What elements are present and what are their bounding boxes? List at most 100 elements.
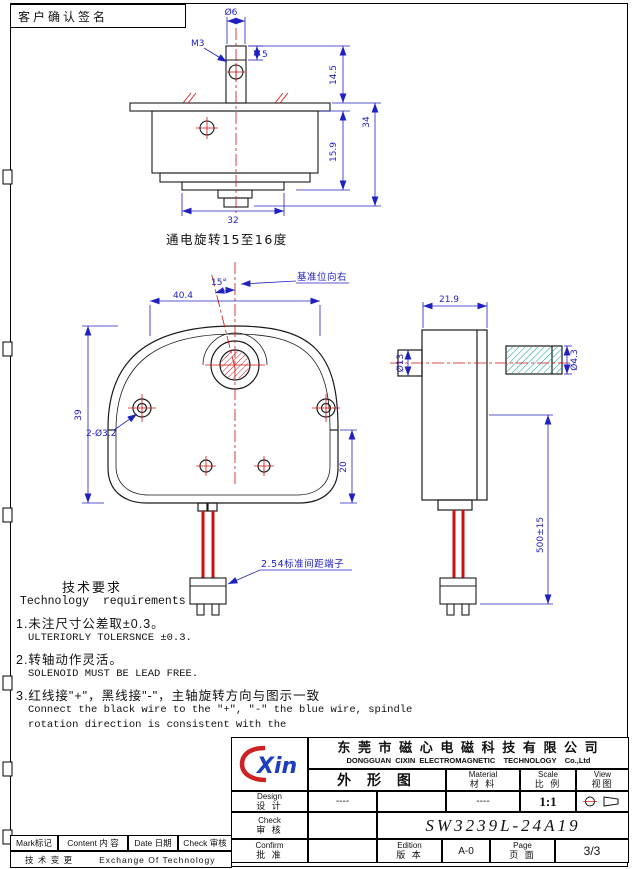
confirm-label-cn: 批 准 xyxy=(256,850,283,860)
technical-change-label-en: Exchange Of Technology xyxy=(99,854,216,865)
check-value-cell xyxy=(308,812,377,839)
edition-label-en: Edition xyxy=(397,841,422,850)
dim-front-body-height: 39 xyxy=(74,409,84,421)
material-label-cn: 材 料 xyxy=(469,779,497,789)
logo-swoosh xyxy=(239,745,266,783)
company-name-cell: 东 莞 市 磁 心 电 磁 科 技 有 限 公 司 DONGGUAN CIXIN… xyxy=(308,737,629,769)
front-view-connector xyxy=(189,577,227,616)
dim-rotation-angle: 15° xyxy=(211,278,227,288)
part-number: SW3239L-24A19 xyxy=(425,815,581,835)
front-view-dimension-lines xyxy=(82,280,357,585)
company-name-en: DONGGUAN CIXIN ELECTROMAGNETIC TECHNOLOG… xyxy=(346,756,591,766)
dim-front-lower-height: 20 xyxy=(339,461,349,473)
blank-cell xyxy=(377,791,446,812)
check-label-en: Check xyxy=(258,815,281,825)
technical-requirements: 技术要求 Technology requirements 1.未注尺寸公差取±0… xyxy=(16,577,412,734)
dim-boss-diameter: Ø13 xyxy=(395,354,406,373)
view-projection-icon xyxy=(582,796,618,807)
check-label-cell: Check 审 核 xyxy=(231,812,308,839)
edition-value: A-0 xyxy=(458,845,474,857)
material-header-cell: Material 材 料 xyxy=(446,769,520,791)
side-view-dimension-lines xyxy=(404,302,572,605)
front-view-outline xyxy=(107,325,339,512)
top-view-outline xyxy=(129,45,331,208)
tech-item3-cn: 3.红线接"+"，黑线接"-"，主轴旋转方向与图示一致 xyxy=(16,689,321,703)
dim-body-width-top: 32 xyxy=(227,216,238,226)
design-label-cell: Design 设 计 xyxy=(231,791,308,812)
view-label-cn: 视图 xyxy=(591,779,614,789)
dim-wire-length: 500±15 xyxy=(536,517,546,553)
logo-text: Xin xyxy=(255,754,297,779)
revision-date-header: Date 日期 xyxy=(128,835,178,851)
sheet-border-frame xyxy=(10,3,628,867)
dim-thread: M3 xyxy=(191,39,205,49)
confirm-value-cell xyxy=(308,839,377,863)
confirm-label-en: Confirm xyxy=(255,841,284,850)
revision-mark-label: Mark标记 xyxy=(16,838,52,848)
part-number-cell: SW3239L-24A19 xyxy=(377,812,629,839)
dim-shaft-diameter: Ø6 xyxy=(225,7,238,18)
tech-item2-cn: 2.转轴动作灵活。 xyxy=(16,653,123,667)
revision-mark-header: Mark标记 xyxy=(10,835,58,851)
dim-total-height: 34 xyxy=(362,116,372,128)
customer-signature-box: 客户确认签名 xyxy=(10,4,186,28)
company-logo: Xin xyxy=(239,745,297,783)
company-logo-cell: Xin xyxy=(231,737,308,791)
datum-direction-label: 基准位向右 xyxy=(297,271,347,283)
material-label-en: Material xyxy=(468,770,498,779)
top-view-centerlines xyxy=(182,28,289,213)
page-value: 3/3 xyxy=(583,844,601,858)
shaft-detail-hatch xyxy=(507,347,561,373)
view-header-cell: View 视图 xyxy=(576,769,629,791)
design-value: ---- xyxy=(335,796,350,807)
scale-header-cell: Scale 比 例 xyxy=(520,769,576,791)
drawing-title: 外 形 图 xyxy=(337,772,417,788)
revision-content-label: Content 内 容 xyxy=(67,838,119,848)
view-value-cell xyxy=(576,791,629,812)
rotation-note: 通电旋转15至16度 xyxy=(166,232,288,247)
zone-tick-marks xyxy=(2,169,13,845)
dim-mount-holes: 2-Ø3.2 xyxy=(86,428,116,439)
material-value-cell: ---- xyxy=(446,791,520,812)
tech-item1-cn: 1.未注尺寸公差取±0.3。 xyxy=(16,617,165,631)
tech-item3-en-line2: rotation direction is consistent with th… xyxy=(28,719,287,731)
revision-content-header: Content 内 容 xyxy=(58,835,128,851)
view-label-en: View xyxy=(593,770,612,779)
tech-title-en: Technology requirements xyxy=(20,595,186,608)
scale-label-en: Scale xyxy=(537,770,558,779)
design-label-cn: 设 计 xyxy=(256,800,283,811)
dim-shaft-detail-diameter: Ø4.3 xyxy=(569,349,580,370)
edition-header-cell: Edition 版 本 xyxy=(377,839,442,863)
page-label-cn: 页 面 xyxy=(509,850,536,860)
title-block: Xin 东 莞 市 磁 心 电 磁 科 技 有 限 公 司 DONGGUAN C… xyxy=(231,737,630,863)
design-value-cell: ---- xyxy=(308,791,377,812)
dim-shaft-flat: 5 xyxy=(262,50,268,60)
side-view-connector xyxy=(439,577,477,616)
revision-check-label: Check 审核 xyxy=(183,838,227,848)
edition-value-cell: A-0 xyxy=(442,839,490,863)
tech-title-cn: 技术要求 xyxy=(62,580,123,595)
scale-label-cn: 比 例 xyxy=(534,779,562,789)
company-name-cn: 东 莞 市 磁 心 电 磁 科 技 有 限 公 司 xyxy=(337,739,600,755)
tech-item1-en: ULTERIORLY TOLERSNCE ±0.3. xyxy=(28,632,192,644)
revision-check-header: Check 审核 xyxy=(178,835,232,851)
page-label-en: Page xyxy=(513,841,532,850)
terminal-pitch-label: 2.54标准间距端子 xyxy=(261,558,344,570)
dim-lower-height: 15.9 xyxy=(329,142,339,162)
dim-front-body-width: 40.4 xyxy=(173,291,193,301)
scale-value: 1:1 xyxy=(539,793,557,809)
scale-value-cell: 1:1 xyxy=(520,791,576,812)
technical-change-label-cn: 技 术 变 更 xyxy=(25,854,74,865)
check-label-cn: 审 核 xyxy=(256,824,283,835)
customer-signature-label: 客户确认签名 xyxy=(18,9,109,24)
revision-table: Mark标记 Content 内 容 Date 日期 Check 审核 技 术 … xyxy=(10,835,232,868)
front-view-wires xyxy=(201,511,215,578)
drawing-title-cell: 外 形 图 xyxy=(308,769,446,791)
dim-side-body-depth: 21.9 xyxy=(439,295,459,305)
dim-upper-height: 14.5 xyxy=(329,65,339,85)
page-header-cell: Page 页 面 xyxy=(490,839,555,863)
confirm-label-cell: Confirm 批 准 xyxy=(231,839,308,863)
side-view-wires xyxy=(452,510,465,578)
